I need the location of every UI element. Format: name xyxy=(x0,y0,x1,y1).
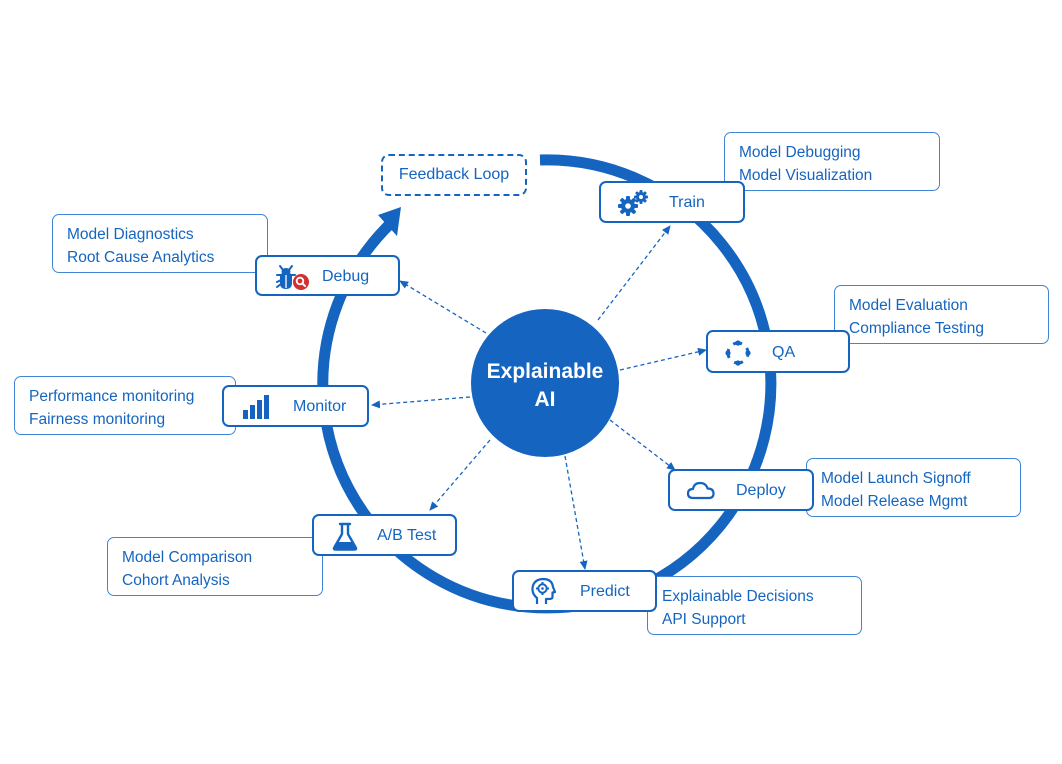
note-line: Model Debugging xyxy=(739,144,861,161)
flask-icon xyxy=(331,522,359,552)
note-line: Model Visualization xyxy=(739,166,873,184)
note-line: Model Comparison xyxy=(122,549,253,566)
note-line: Cohort Analysis xyxy=(122,571,230,589)
cloud-icon xyxy=(686,479,716,503)
note-train: Model Debugging Model Visualization xyxy=(724,132,940,191)
note-line: API Support xyxy=(662,610,746,628)
connector-debug xyxy=(399,280,487,334)
connector-qa xyxy=(619,347,707,371)
cycle-arrow-head xyxy=(378,207,401,236)
head-gear-icon xyxy=(530,577,556,607)
connector-train xyxy=(597,225,671,321)
gears-icon xyxy=(617,189,651,217)
center-label-line1: Explainable xyxy=(486,360,604,383)
note-line: Compliance Testing xyxy=(849,319,984,337)
target-icon xyxy=(724,339,752,367)
note-line: Explainable Decisions xyxy=(662,588,814,605)
note-debug: Model Diagnostics Root Cause Analytics xyxy=(52,214,268,273)
stage-label: Monitor xyxy=(293,398,347,415)
feedback-loop-box: Feedback Loop xyxy=(381,154,527,196)
connector-deploy xyxy=(609,419,676,471)
note-predict: Explainable Decisions API Support xyxy=(647,576,862,635)
bug-search-icon xyxy=(274,262,312,292)
stage-label: Train xyxy=(669,194,705,211)
stage-label: Predict xyxy=(580,583,630,600)
stage-qa[interactable]: QA xyxy=(706,330,850,373)
connector-abtest xyxy=(429,439,491,511)
feedback-loop-label: Feedback Loop xyxy=(398,166,510,183)
note-line: Model Release Mgmt xyxy=(821,492,968,510)
bar-chart-icon xyxy=(241,393,273,421)
note-line: Root Cause Analytics xyxy=(67,248,215,266)
stage-predict[interactable]: Predict xyxy=(512,570,657,612)
note-monitor: Performance monitoring Fairness monitori… xyxy=(14,376,236,435)
stage-label: QA xyxy=(772,344,796,361)
stage-train[interactable]: Train xyxy=(599,181,745,223)
stage-label: Debug xyxy=(322,268,370,285)
note-line: Model Diagnostics xyxy=(67,226,194,243)
note-qa: Model Evaluation Compliance Testing xyxy=(834,285,1049,344)
note-line: Fairness monitoring xyxy=(29,410,166,428)
stage-debug[interactable]: Debug xyxy=(255,255,400,296)
note-line: Model Evaluation xyxy=(849,297,968,314)
center-label: Explainable AI xyxy=(470,358,620,414)
stage-abtest[interactable]: A/B Test xyxy=(312,514,457,556)
note-deploy: Model Launch Signoff Model Release Mgmt xyxy=(806,458,1021,517)
note-line: Model Launch Signoff xyxy=(821,470,971,487)
note-line: Performance monitoring xyxy=(29,388,195,405)
note-abtest: Model Comparison Cohort Analysis xyxy=(107,537,323,596)
center-circle xyxy=(471,309,619,457)
stage-label: Deploy xyxy=(736,482,786,499)
stage-label: A/B Test xyxy=(377,527,437,544)
stage-monitor[interactable]: Monitor xyxy=(222,385,369,427)
center-label-line2: AI xyxy=(534,388,556,411)
connector-predict xyxy=(564,455,588,570)
stage-deploy[interactable]: Deploy xyxy=(668,469,814,511)
connector-monitor xyxy=(371,396,471,409)
